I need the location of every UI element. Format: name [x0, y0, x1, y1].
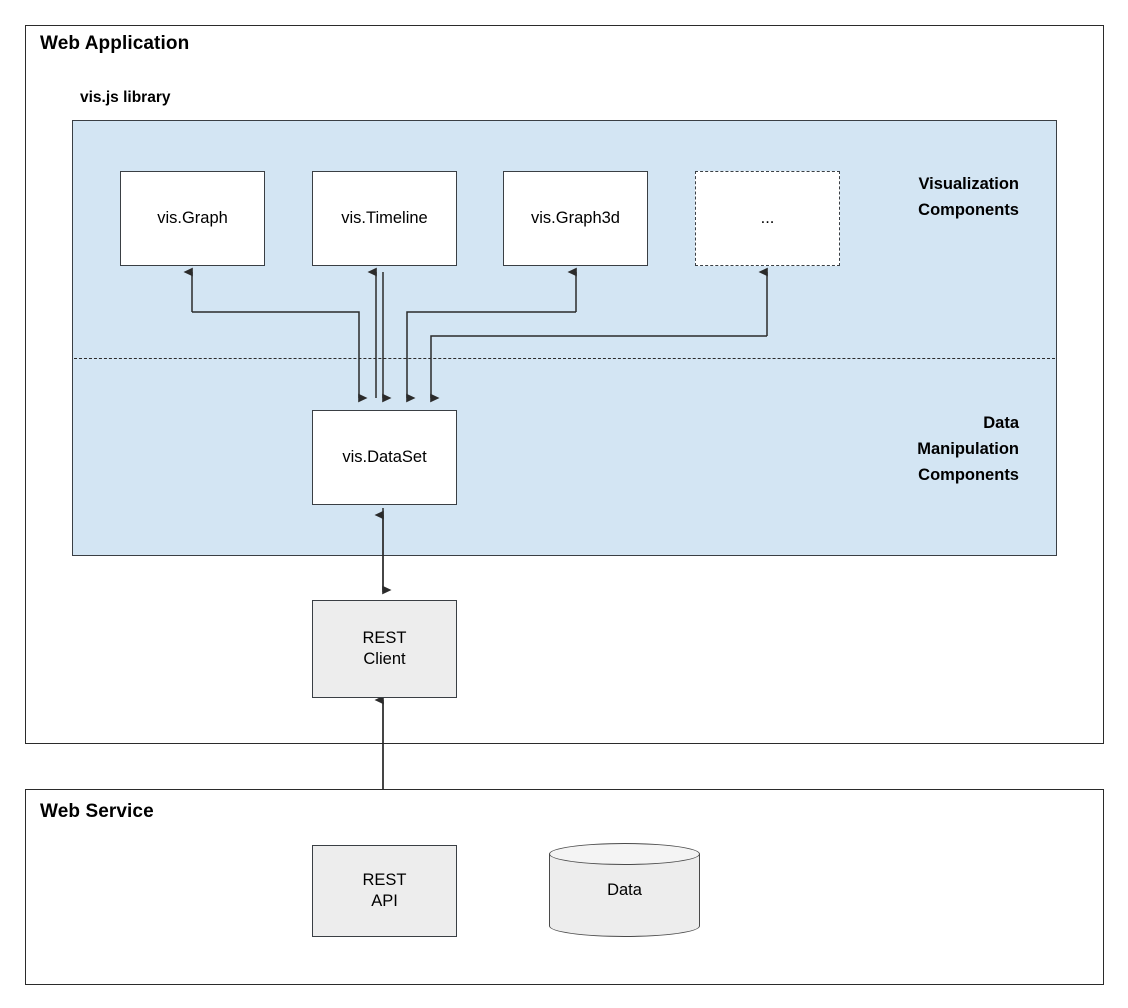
node-data-store-label: Data [607, 880, 642, 899]
node-vis-dataset-label: vis.DataSet [342, 447, 427, 466]
node-vis-graph[interactable]: vis.Graph [120, 171, 265, 266]
section-label-visualization: Visualization Components [918, 175, 1019, 220]
node-vis-dataset[interactable]: vis.DataSet [312, 410, 457, 505]
node-vis-timeline-label: vis.Timeline [341, 208, 428, 227]
node-rest-client-label: REST Client [362, 628, 407, 668]
node-vis-graph-label: vis.Graph [157, 208, 228, 227]
node-vis-ellipsis-label: ... [760, 208, 775, 227]
node-vis-timeline[interactable]: vis.Timeline [312, 171, 457, 266]
node-data-store[interactable]: Data [549, 843, 700, 937]
data-store-top-ellipse [549, 843, 700, 865]
data-store-body [549, 854, 700, 926]
node-vis-ellipsis[interactable]: ... [695, 171, 840, 266]
node-vis-graph3d[interactable]: vis.Graph3d [503, 171, 648, 266]
node-rest-api-label: REST API [362, 870, 407, 910]
library-panel-label: vis.js library [80, 89, 171, 106]
container-web-service-title: Web Service [40, 801, 154, 822]
section-label-data-manipulation: Data Manipulation Components [917, 414, 1019, 485]
node-vis-graph3d-label: vis.Graph3d [531, 208, 620, 227]
node-rest-api[interactable]: REST API [312, 845, 457, 937]
panel-section-divider [74, 358, 1055, 359]
node-rest-client[interactable]: REST Client [312, 600, 457, 698]
container-web-application-title: Web Application [40, 33, 190, 54]
